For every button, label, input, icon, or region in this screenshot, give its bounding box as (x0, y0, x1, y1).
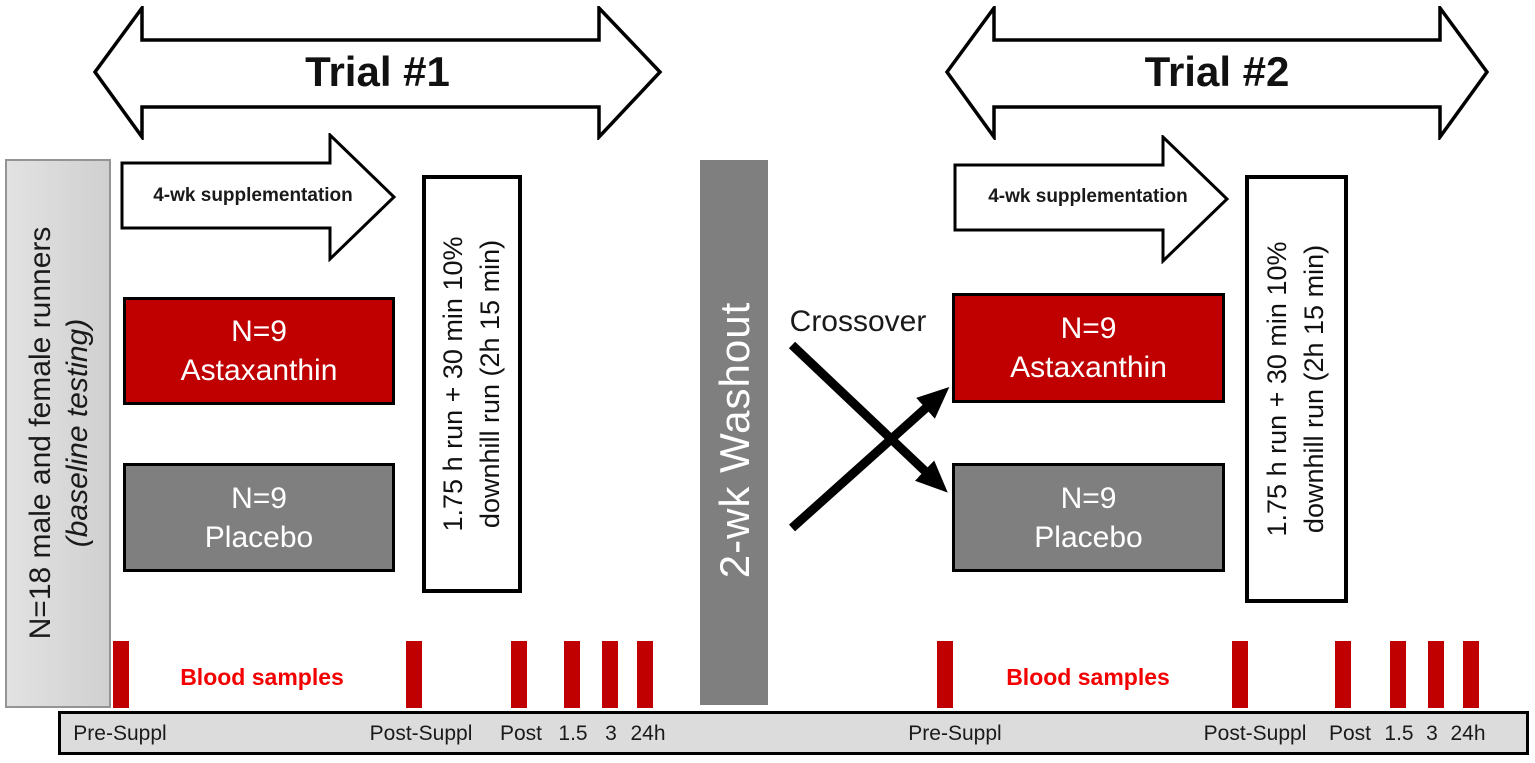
trial2-timeline-24h: 24h (1450, 722, 1486, 745)
trial2-run-line1: 1.75 h run + 30 min 10% (1262, 241, 1292, 537)
washout-text: 2-wk Washout (711, 301, 758, 579)
trial1-placebo-box: N=9 Placebo (123, 463, 395, 572)
trial1-timeline-pre-suppl: Pre-Suppl (73, 722, 167, 745)
trial1-blood-tick-postsuppl (406, 641, 422, 708)
trial1-run-box (422, 175, 522, 593)
trial1-blood-tick-pre (113, 641, 129, 708)
trial2-run-box (1245, 175, 1348, 603)
trial2-astaxanthin-label: Astaxanthin (1010, 351, 1167, 384)
trial2-placebo-label: Placebo (1034, 520, 1143, 554)
trial1-run-text: 1.75 h run + 30 min 10% downhill run (2h… (435, 237, 509, 532)
trial2-supplementation-label: 4-wk supplementation (988, 186, 1188, 207)
trial2-timeline-1-5: 1.5 (1384, 722, 1414, 745)
trial1-timeline-post-suppl: Post-Suppl (369, 722, 473, 745)
trial1-astaxanthin-n: N=9 (231, 315, 287, 348)
trial1-timeline-24h: 24h (630, 722, 666, 745)
trial1-run-line2: downhill run (2h 15 min) (475, 239, 505, 529)
crossover-line-down (788, 341, 948, 493)
trial2-supplementation-arrow (953, 135, 1230, 264)
trial2-astaxanthin-n: N=9 (1060, 312, 1117, 345)
trial2-timeline-pre-suppl: Pre-Suppl (908, 722, 1002, 745)
trial2-blood-tick-pre (937, 641, 953, 708)
trial1-timeline-1-5: 1.5 (558, 722, 588, 745)
timeline-bar (58, 711, 1529, 755)
trial2-title: Trial #2 (1144, 48, 1290, 95)
trial1-title: Trial #1 (305, 48, 450, 95)
trial1-blood-tick-24h (637, 641, 653, 708)
crossover-line-up (788, 386, 950, 532)
trial2-placebo-n: N=9 (1060, 481, 1117, 515)
trial1-astaxanthin-label: Astaxanthin (180, 354, 338, 387)
trial2-blood-tick-1-5 (1390, 641, 1406, 708)
trial1-blood-tick-post (511, 641, 527, 708)
trial2-timeline-post-suppl: Post-Suppl (1203, 722, 1307, 745)
baseline-runners-line2: (baseline testing) (61, 318, 94, 548)
washout-bar (700, 160, 768, 705)
trial2-blood-tick-postsuppl (1232, 641, 1248, 708)
trial1-double-arrow (93, 6, 663, 140)
trial1-placebo-n: N=9 (231, 481, 287, 515)
crossover-arrows (788, 341, 950, 532)
trial1-timeline-post: Post (499, 722, 543, 745)
trial1-supplementation-label: 4-wk supplementation (153, 185, 353, 206)
trial2-blood-tick-post (1335, 641, 1351, 708)
trial2-blood-tick-24h (1463, 641, 1479, 708)
trial1-supplementation-arrow (120, 133, 397, 262)
trial2-timeline-3: 3 (1426, 722, 1438, 745)
trial1-blood-tick-1-5 (564, 641, 580, 708)
trial2-blood-tick-3 (1428, 641, 1444, 708)
trial1-timeline-3: 3 (605, 722, 617, 745)
trial1-blood-tick-3 (602, 641, 618, 708)
trial2-placebo-box: N=9 Placebo (952, 463, 1225, 572)
trial2-double-arrow (945, 6, 1490, 140)
trial2-astaxanthin-box: N=9 Astaxanthin (952, 293, 1225, 403)
baseline-runners-text: N=18 male and female runners (baseline t… (22, 227, 96, 640)
trial2-run-line2: downhill run (2h 15 min) (1299, 244, 1329, 534)
trial2-run-text: 1.75 h run + 30 min 10% downhill run (2h… (1259, 242, 1333, 537)
crossover-label: Crossover (789, 305, 927, 338)
trial1-placebo-label: Placebo (204, 520, 314, 554)
trial1-blood-samples-label: Blood samples (180, 664, 344, 690)
trial1-astaxanthin-box: N=9 Astaxanthin (123, 297, 395, 405)
baseline-runners-line1: N=18 male and female runners (24, 226, 57, 640)
baseline-runners-bar (5, 159, 111, 708)
trial2-timeline-post: Post (1328, 722, 1372, 745)
trial2-blood-samples-label: Blood samples (1006, 664, 1170, 690)
trial1-run-line1: 1.75 h run + 30 min 10% (438, 236, 468, 532)
